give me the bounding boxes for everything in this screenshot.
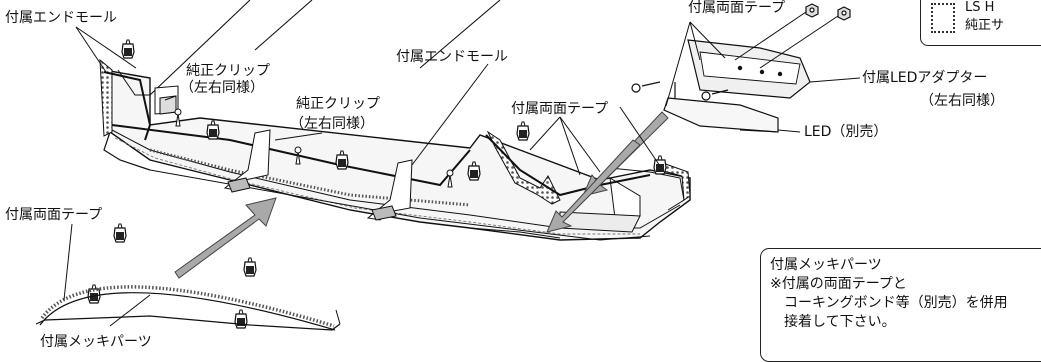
- label-clip-2-line2: （左右同様）: [290, 116, 374, 132]
- label-clip-1-line2: （左右同様）: [180, 80, 264, 96]
- legend-line-2: 純正サ: [965, 18, 1005, 33]
- label-tape-left: 付属両面テープ: [5, 207, 103, 223]
- bumper-edge-tape: [149, 148, 471, 207]
- label-end-mold-left: 付属エンドモール: [5, 10, 117, 26]
- instruction-note-box: 付属メッキパーツ ※付属の両面テープと コーキングボンド等（別売）を併用 接着し…: [760, 248, 1041, 362]
- legend-line-1: LS H: [965, 0, 995, 15]
- label-plating-parts: 付属メッキパーツ: [40, 334, 152, 350]
- label-led: LED（別売）: [804, 124, 888, 140]
- bracket-group: [154, 85, 413, 221]
- label-tape-middle: 付属両面テープ: [511, 101, 609, 117]
- led-adapter-leaders: [665, 11, 839, 107]
- bumper-assembly-diagram: [35, 0, 861, 331]
- left-end-mold: [99, 58, 152, 141]
- label-clip-1-line1: 純正クリップ: [186, 63, 270, 79]
- led-unit: [663, 97, 801, 133]
- label-leader-lines: [63, 26, 661, 327]
- top-leader-lines: [149, 0, 501, 96]
- note-line-2: ※付属の両面テープと: [770, 276, 907, 292]
- label-clip-2-line1: 純正クリップ: [296, 96, 380, 112]
- legend-dotted-marker: [931, 3, 955, 33]
- label-led-adapter: 付属LEDアダプター: [862, 70, 988, 86]
- label-tape-top: 付属両面テープ: [688, 0, 786, 16]
- led-adapter: [687, 39, 861, 99]
- label-end-mold-center: 付属エンドモール: [396, 49, 508, 65]
- adapter-screws: [631, 81, 729, 101]
- direction-arrows: [174, 111, 669, 279]
- adapter-nuts: [805, 3, 851, 21]
- legend-box: LS H 純正サ: [920, 0, 1041, 46]
- pin-markers: [174, 108, 454, 188]
- right-end-mold: [485, 130, 691, 211]
- note-line-4: 接着して下さい。: [770, 314, 896, 330]
- plating-strip: [35, 285, 341, 331]
- note-line-3: コーキングボンド等（別売）を併用: [770, 295, 1008, 311]
- note-line-1: 付属メッキパーツ: [770, 257, 882, 273]
- label-led-adapter-note: （左右同様）: [920, 93, 1004, 109]
